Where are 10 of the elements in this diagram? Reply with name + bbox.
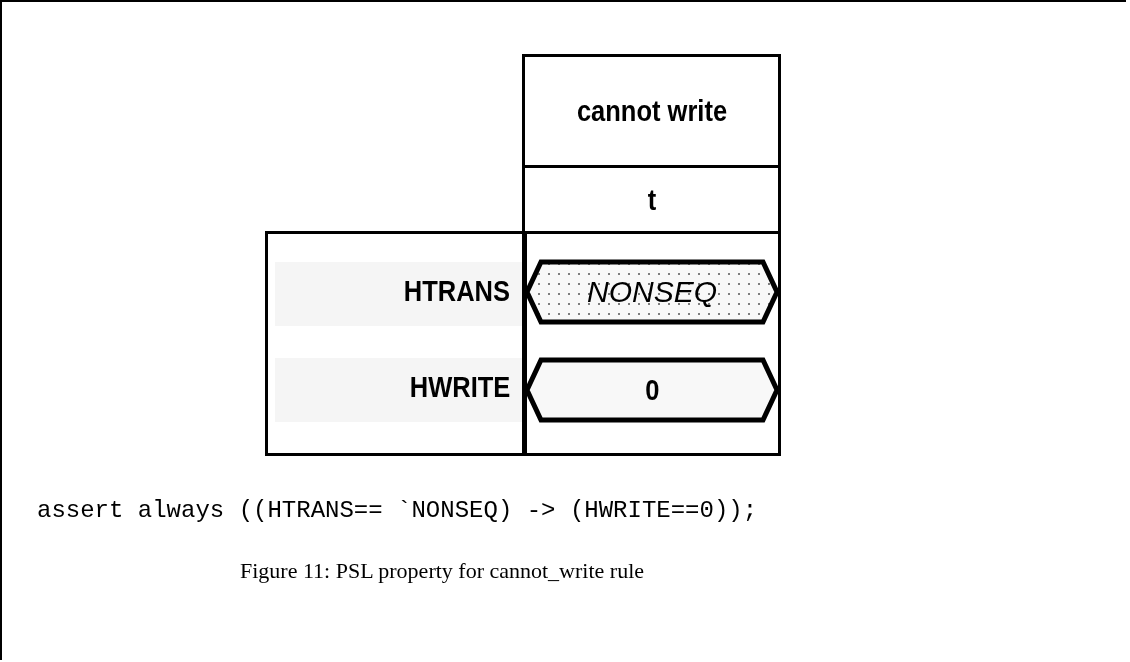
bus-value-shape	[524, 259, 780, 325]
figure-caption: Figure 11: PSL property for cannot_write rule	[238, 558, 646, 584]
signal-name: HTRANS	[403, 274, 510, 308]
signal-name: HWRITE	[409, 370, 510, 404]
time-label: t	[647, 181, 656, 218]
column-title: cannot write	[575, 93, 728, 129]
code-line: assert always ((HTRANS== `NONSEQ) -> (HWRITE==0));	[37, 497, 758, 524]
value-label: 0	[644, 373, 660, 407]
value-label: NONSEQ	[587, 275, 717, 309]
bus-value-shape	[524, 357, 780, 423]
